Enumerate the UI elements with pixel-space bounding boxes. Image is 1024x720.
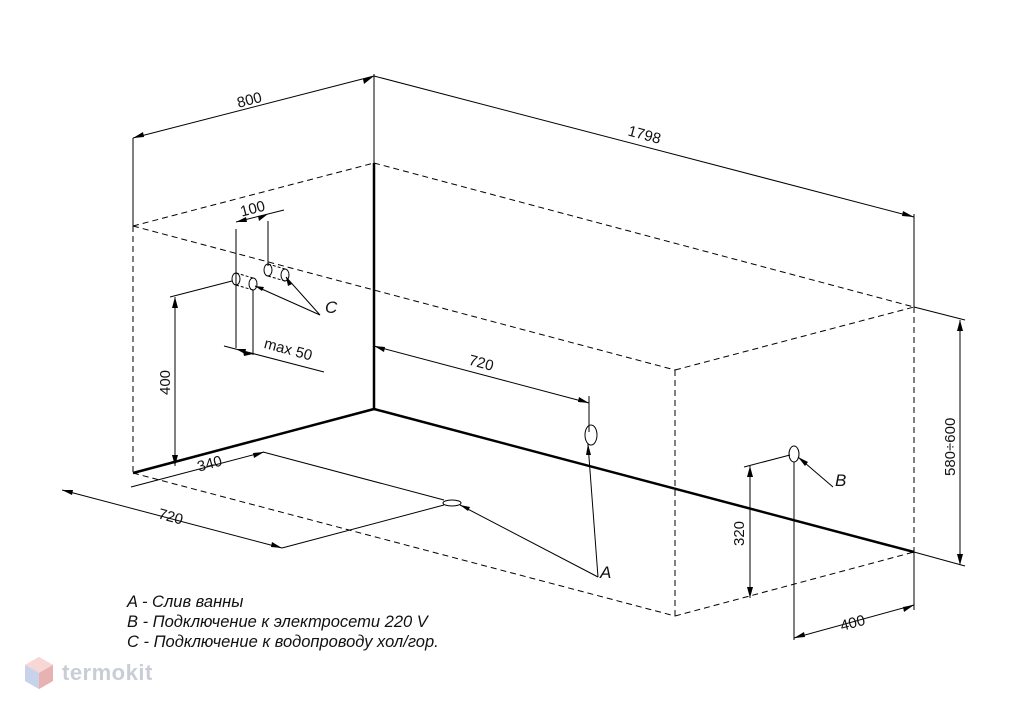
dimension-max50-label: max 50: [262, 335, 314, 364]
dimension-580-600-label: 580÷600: [942, 418, 959, 476]
dimension-400-c-label: 400: [157, 370, 174, 395]
legend-item-b: B - Подключение к электросети 220 V: [127, 613, 428, 631]
marker-b-label: B: [835, 471, 846, 490]
dimension-400-b-label: 400: [838, 612, 867, 635]
drain-a-floor: A: [442, 499, 611, 582]
dimension-1798: 1798: [373, 75, 915, 307]
brand-watermark: termokit: [24, 656, 153, 690]
legend-item-c: C - Подключение к водопроводу хол/гор.: [127, 633, 439, 651]
dimension-340-label: 340: [195, 453, 224, 476]
dimension-320: 320: [731, 466, 753, 598]
dimension-720-top-label: 720: [467, 352, 496, 375]
brand-name: termokit: [62, 660, 153, 685]
dimension-400-b: 400: [793, 462, 915, 640]
dimension-720-bottom-label: 720: [156, 506, 185, 529]
brand-logo-icon: [25, 657, 53, 689]
dimension-720-bottom: 720: [61, 489, 445, 549]
marker-a-label: A: [599, 563, 611, 582]
legend: A - Слив ванны B - Подключение к электро…: [127, 592, 439, 652]
electrical-connection-b: B: [743, 445, 846, 490]
dimension-1798-label: 1798: [626, 123, 663, 148]
dimension-800-label: 800: [235, 89, 264, 112]
dimension-100: 100: [235, 198, 285, 348]
wall-corner-lines: [132, 163, 915, 554]
dimension-320-label: 320: [731, 521, 748, 546]
water-connection-c: C: [231, 263, 338, 317]
dimension-100-label: 100: [238, 198, 267, 221]
dimension-340: 340: [130, 451, 445, 501]
dimension-720-top: 720: [373, 345, 590, 427]
drain-a-wall: [584, 424, 599, 578]
dimension-800: 800: [132, 74, 375, 226]
marker-c-label: C: [325, 298, 338, 317]
bathtub-outline-dashed: [132, 162, 915, 617]
legend-item-a: A - Слив ванны: [127, 593, 244, 611]
dimension-580-600: 580÷600: [913, 306, 966, 567]
dimension-400-c: 400: [157, 280, 233, 466]
